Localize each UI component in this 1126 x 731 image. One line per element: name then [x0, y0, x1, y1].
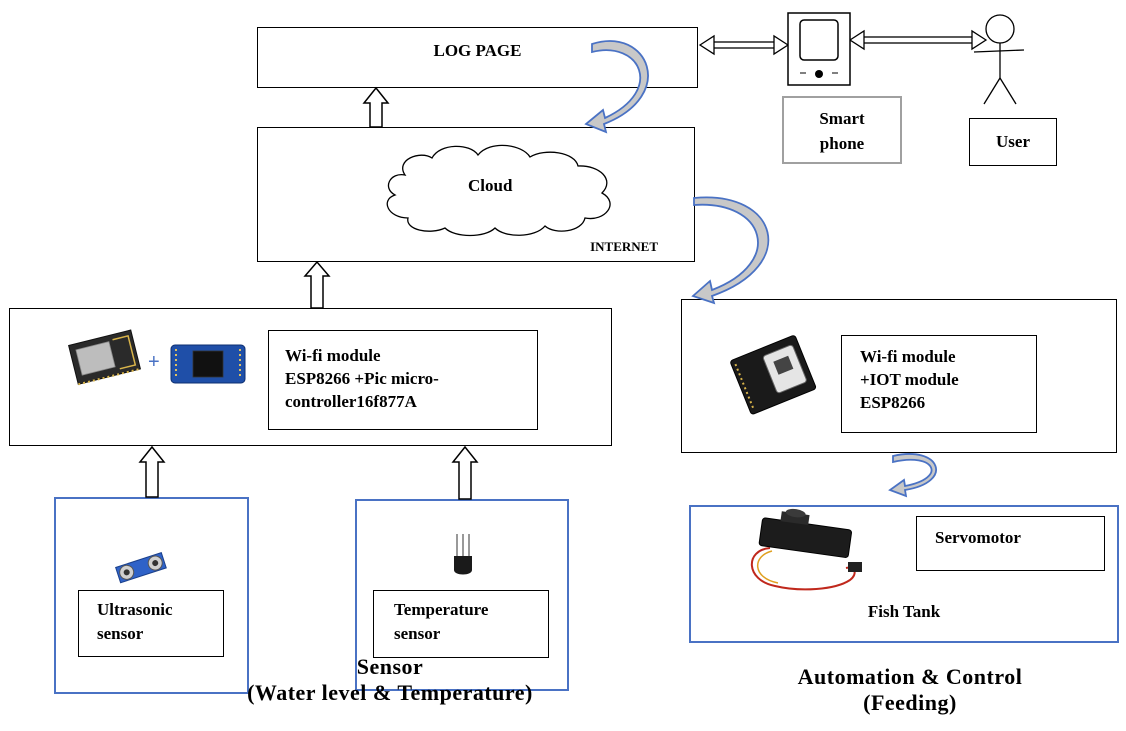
- iot-board-icon: [730, 335, 817, 415]
- iot-module-line2: +IOT module: [860, 370, 959, 389]
- curved-arrow-log-to-cloud: [584, 40, 649, 134]
- ultrasonic-sensor-icon: [115, 552, 167, 584]
- servomotor-label-box: Servomotor: [916, 516, 1105, 571]
- arrow-module-to-cloud: [303, 260, 331, 309]
- smartphone-icon: [787, 12, 851, 86]
- automation-caption-line1: Automation & Control: [797, 664, 1023, 689]
- esp8266-board-icon: [68, 329, 142, 386]
- main-module-line3: controller16f877A: [285, 392, 417, 411]
- iot-module-label-box: Wi-fi module +IOT module ESP8266: [841, 335, 1037, 433]
- temperature-line2: sensor: [394, 624, 441, 643]
- ultrasonic-line2: sensor: [97, 624, 144, 643]
- smartphone-label-line2: phone: [819, 134, 865, 153]
- automation-caption: Automation & Control (Feeding): [720, 664, 1100, 716]
- main-module-line2: ESP8266 +Pic micro-: [285, 369, 439, 388]
- temperature-label-box: Temperature sensor: [373, 590, 549, 658]
- arrow-cloud-to-log: [362, 86, 390, 128]
- curved-arrow-iot-to-servo: [888, 453, 937, 498]
- temperature-sensor-icon: [454, 534, 472, 575]
- iot-module-line1: Wi-fi module: [860, 347, 956, 366]
- temperature-line1: Temperature: [394, 600, 489, 619]
- automation-caption-line2: (Feeding): [863, 690, 957, 715]
- user-label: User: [996, 132, 1030, 151]
- sensor-caption-line1: Sensor: [356, 654, 424, 679]
- main-module-label-box: Wi-fi module ESP8266 +Pic micro- control…: [268, 330, 538, 430]
- internet-label: INTERNET: [590, 239, 658, 254]
- curved-arrow-cloud-to-iot: [691, 196, 770, 305]
- servomotor-label: Servomotor: [935, 528, 1021, 547]
- sensor-caption: Sensor (Water level & Temperature): [180, 654, 600, 706]
- user-label-box: User: [969, 118, 1057, 166]
- plus-sign-text: +: [148, 351, 160, 373]
- arrow-ultrasonic-to-module: [138, 445, 166, 498]
- servomotor-icon: [750, 508, 862, 591]
- ultrasonic-line1: Ultrasonic: [97, 600, 173, 619]
- user-figure-icon: [973, 14, 1025, 105]
- iot-module-line3: ESP8266: [860, 393, 926, 412]
- smartphone-label-box: Smart phone: [782, 96, 902, 164]
- ultrasonic-label-box: Ultrasonic sensor: [78, 590, 224, 657]
- cloud-icon: [386, 144, 611, 237]
- main-module-line1: Wi-fi module: [285, 346, 381, 365]
- cloud-label: Cloud: [468, 176, 513, 195]
- smartphone-label-line1: Smart: [819, 109, 865, 128]
- fish-tank-label: Fish Tank: [867, 602, 941, 621]
- sensor-caption-line2: (Water level & Temperature): [247, 680, 533, 705]
- plus-sign: +: [148, 351, 160, 373]
- log-page-label: LOG PAGE: [433, 41, 522, 60]
- double-arrow-log-phone: [698, 34, 790, 56]
- pic-board-icon: [170, 344, 246, 384]
- arrow-temperature-to-module: [451, 445, 479, 500]
- log-page-box: LOG PAGE: [257, 27, 698, 88]
- double-arrow-phone-user: [848, 29, 988, 51]
